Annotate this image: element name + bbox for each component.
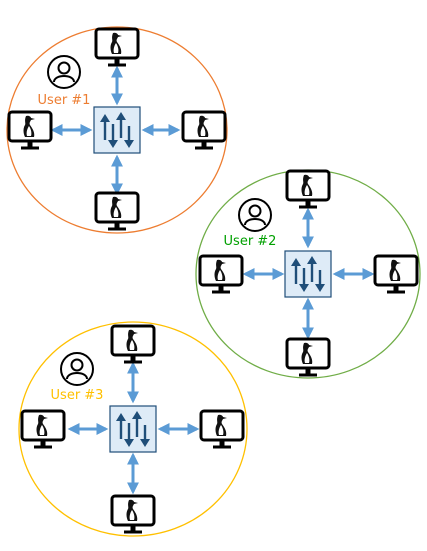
cluster-1-boundary: [6, 26, 228, 234]
user-avatar-icon: [60, 352, 94, 386]
monitor-icon[interactable]: [94, 191, 140, 232]
switch-icon[interactable]: [108, 404, 158, 454]
monitor-icon[interactable]: [7, 110, 53, 151]
user-label-3: User #3: [51, 388, 104, 403]
monitor-icon[interactable]: [285, 169, 331, 210]
user-avatar-icon: [238, 198, 272, 232]
connection-arrows: [50, 65, 181, 196]
connection-arrows: [67, 361, 200, 495]
connection-arrows: [242, 207, 375, 340]
monitor-icon[interactable]: [198, 254, 244, 295]
switch-icon[interactable]: [92, 105, 142, 155]
monitor-icon[interactable]: [110, 324, 156, 365]
user-avatar-icon: [47, 55, 81, 89]
cluster-user-2: User #2: [195, 169, 421, 379]
monitor-icon[interactable]: [110, 494, 156, 535]
monitor-icon[interactable]: [181, 110, 227, 151]
user-label-1: User #1: [38, 93, 91, 108]
cluster-3-boundary: [18, 321, 248, 537]
monitor-icon[interactable]: [20, 409, 66, 450]
cluster-user-3: User #3: [18, 321, 248, 537]
monitor-icon[interactable]: [199, 409, 245, 450]
monitor-icon[interactable]: [373, 254, 419, 295]
monitor-icon[interactable]: [285, 337, 331, 378]
switch-icon[interactable]: [283, 249, 333, 299]
user-label-2: User #2: [224, 234, 277, 249]
cluster-user-1: User #1: [6, 26, 228, 234]
monitor-icon[interactable]: [94, 27, 140, 68]
